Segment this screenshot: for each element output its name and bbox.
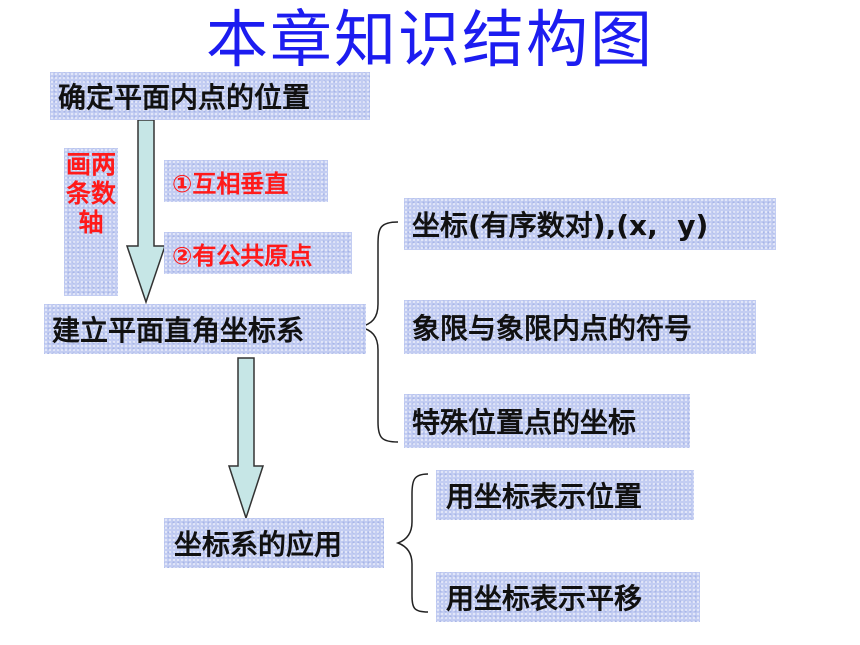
down-arrow-1 (125, 119, 167, 305)
coordinates-box: 坐标(有序数对),(x, y) (404, 198, 776, 250)
quadrants-box: 象限与象限内点的符号 (404, 300, 756, 354)
special-points-label: 特殊位置点的坐标 (412, 406, 637, 439)
coordinates-label: 坐标(有序数对),(x, y) (412, 209, 709, 242)
represent-position-box: 用坐标表示位置 (436, 470, 694, 520)
coordinate-system-box: 建立平面直角坐标系 (44, 304, 366, 354)
represent-position-label: 用坐标表示位置 (446, 480, 643, 513)
quadrants-label: 象限与象限内点的符号 (412, 312, 693, 345)
condition-common-origin: ②有公共原点 (164, 232, 352, 274)
down-arrow-2 (227, 357, 265, 521)
condition-perpendicular: ①互相垂直 (164, 160, 328, 202)
determine-position-label: 确定平面内点的位置 (58, 81, 311, 114)
represent-translation-box: 用坐标表示平移 (436, 572, 700, 622)
left-brace-2 (395, 473, 429, 613)
page-title: 本章知识结构图 (205, 3, 654, 76)
application-label: 坐标系的应用 (174, 528, 343, 561)
application-box: 坐标系的应用 (164, 518, 384, 568)
condition-perpendicular-label: ①互相垂直 (172, 169, 289, 198)
special-points-box: 特殊位置点的坐标 (404, 394, 690, 448)
determine-position-box: 确定平面内点的位置 (50, 72, 370, 120)
condition-common-origin-label: ②有公共原点 (172, 241, 313, 270)
draw-axes-label: 画两条数轴 (64, 148, 118, 296)
represent-translation-label: 用坐标表示平移 (446, 582, 643, 615)
coordinate-system-label: 建立平面直角坐标系 (52, 314, 305, 347)
